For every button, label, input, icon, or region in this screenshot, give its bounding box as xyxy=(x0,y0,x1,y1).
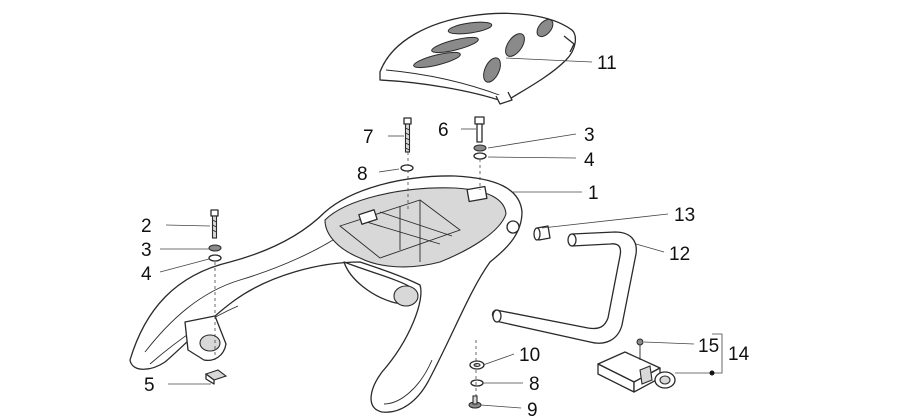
callout-8-bottom: 8 xyxy=(529,374,540,395)
screw-7-part xyxy=(403,117,412,210)
bracket-14-part xyxy=(597,351,676,393)
callout-15: 15 xyxy=(698,336,719,357)
washer-10-part xyxy=(469,360,485,370)
callout-13: 13 xyxy=(674,205,695,226)
screw-15-part xyxy=(636,338,644,360)
grab-handle-12-part xyxy=(491,231,637,344)
callout-11: 11 xyxy=(597,53,617,74)
callout-14: 14 xyxy=(728,344,750,365)
screw-2-part xyxy=(208,209,222,360)
callout-9: 9 xyxy=(527,400,538,418)
callout-labels: 11 1 2 3 4 5 6 7 8 3 4 13 12 10 8 9 15 1… xyxy=(141,53,750,418)
callout-10: 10 xyxy=(519,345,540,366)
leader-lines xyxy=(159,57,723,409)
washer-8-top-part xyxy=(400,164,414,172)
callout-4-right: 4 xyxy=(584,150,595,171)
callout-7: 7 xyxy=(363,127,374,148)
rear-rack-frame-part xyxy=(129,175,523,413)
bump-stop-13-part xyxy=(533,225,551,241)
bolt-6-part xyxy=(473,116,487,190)
callout-8-top: 8 xyxy=(357,164,368,185)
callout-1: 1 xyxy=(588,183,599,204)
washer-8-bottom-part xyxy=(470,379,484,387)
top-cover-part xyxy=(379,12,577,105)
callout-6: 6 xyxy=(438,120,449,141)
callout-3-right: 3 xyxy=(584,125,595,146)
callout-12: 12 xyxy=(669,244,690,265)
nut-5-part xyxy=(204,369,228,385)
callout-2: 2 xyxy=(141,216,152,237)
callout-5: 5 xyxy=(144,375,155,396)
callout-4-left: 4 xyxy=(141,264,152,285)
screw-9-part xyxy=(468,340,482,409)
callout-3-left: 3 xyxy=(141,240,152,261)
